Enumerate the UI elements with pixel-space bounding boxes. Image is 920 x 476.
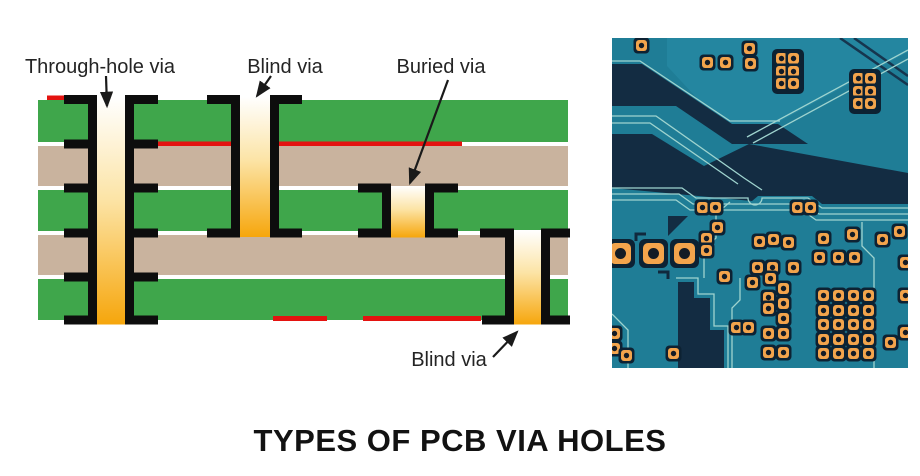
annotation-arrows — [99, 75, 519, 358]
blind-via-bottom — [514, 230, 541, 325]
copper-traces-red — [47, 95, 481, 321]
arrow-through-hole — [99, 75, 114, 109]
via-plating — [64, 95, 570, 325]
label-through-hole-via: Through-hole via — [25, 56, 176, 78]
pcb-photo-pads — [612, 38, 908, 364]
label-buried-via: Buried via — [397, 56, 487, 78]
via-cross-section-diagram: Through-hole via Blind via Buried via Bl… — [25, 56, 570, 371]
label-blind-via-bottom: Blind via — [411, 349, 487, 371]
pcb-photo-corner-grooves — [839, 38, 908, 87]
diagram-labels: Through-hole via Blind via Buried via Bl… — [25, 56, 488, 371]
pcb-photo-dark-regions — [612, 64, 908, 368]
through-hole-via — [97, 97, 125, 325]
arrow-blind-bottom — [492, 330, 519, 358]
blind-via-top — [240, 97, 270, 237]
buried-via — [391, 186, 425, 238]
via-holes — [97, 97, 541, 325]
pcb-photo-brackets — [634, 232, 670, 279]
arrow-buried — [408, 79, 450, 186]
page-title: TYPES OF PCB VIA HOLES — [253, 423, 667, 458]
pcb-photo — [612, 38, 908, 368]
arrow-blind-top — [255, 75, 272, 98]
label-blind-via-top: Blind via — [247, 56, 323, 78]
